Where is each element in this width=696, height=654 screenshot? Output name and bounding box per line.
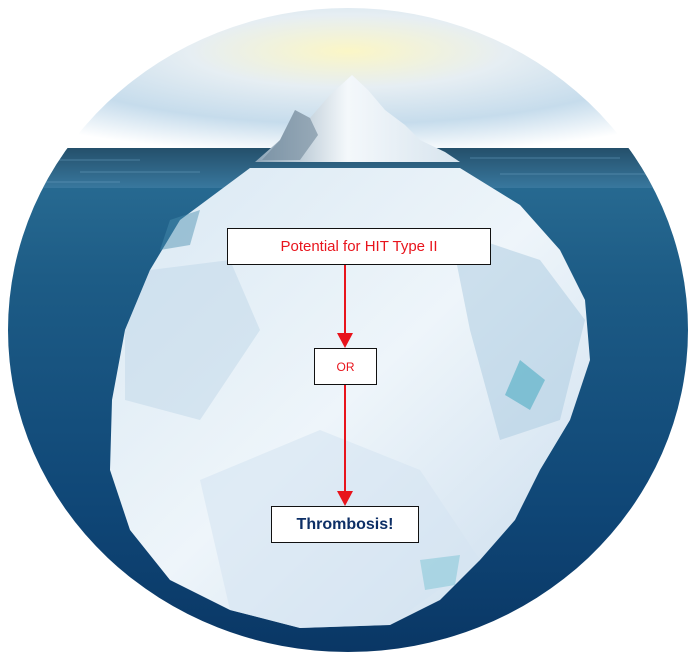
thrombosis-box: Thrombosis! bbox=[271, 506, 419, 543]
hit-type-ii-box: Potential for HIT Type II bbox=[227, 228, 491, 265]
hit-type-ii-label: Potential for HIT Type II bbox=[280, 238, 437, 255]
or-label: OR bbox=[337, 360, 355, 374]
thrombosis-label: Thrombosis! bbox=[297, 516, 394, 534]
or-box: OR bbox=[314, 348, 377, 385]
